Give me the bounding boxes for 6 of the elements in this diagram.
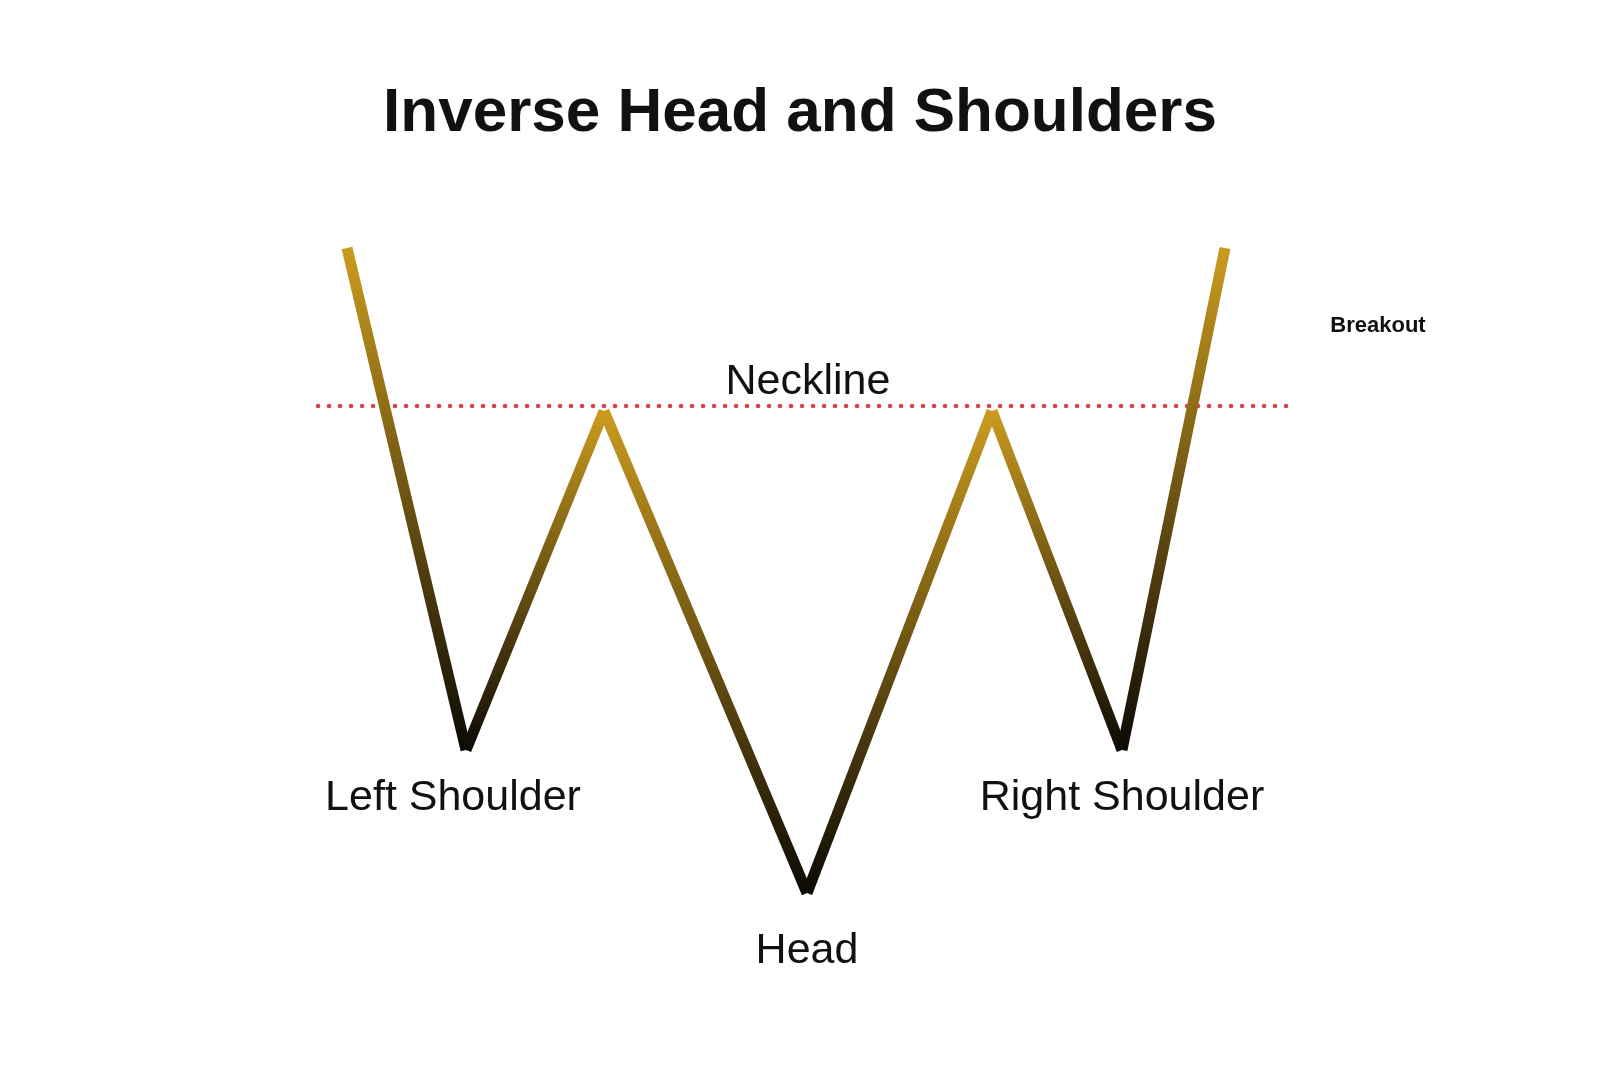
title: Inverse Head and Shoulders [383,75,1217,145]
trough-label: Left Shoulder [325,772,581,820]
trough-label: Head [755,925,859,973]
annotation-label: Breakout [1330,312,1426,338]
neckline-label: Neckline [725,356,891,404]
trough-label: Right Shoulder [979,772,1265,820]
